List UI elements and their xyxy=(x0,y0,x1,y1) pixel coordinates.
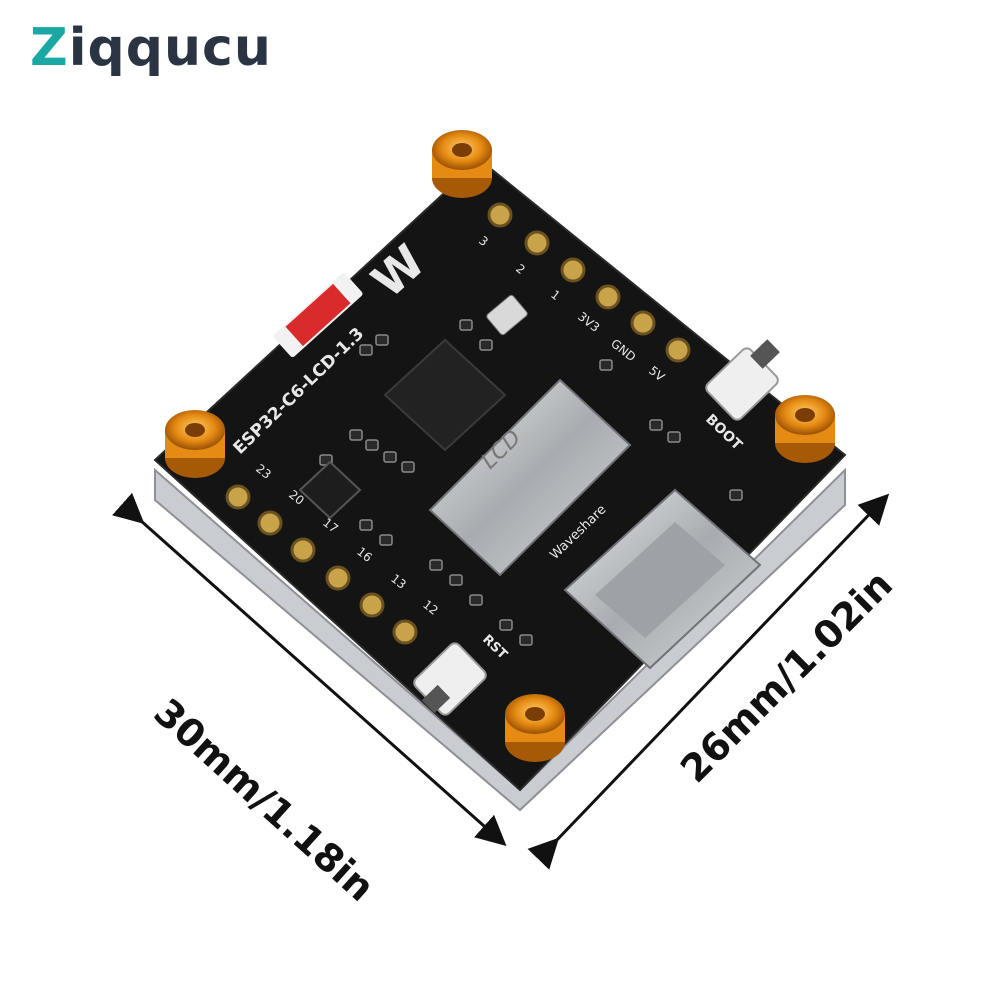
length-dimension-arrow xyxy=(112,492,507,846)
esp32-chip xyxy=(383,338,507,452)
antenna-chip xyxy=(273,272,363,358)
brand-logo: Ziqqucu xyxy=(30,18,272,78)
width-dimension-arrow xyxy=(527,493,890,870)
top-header-pins xyxy=(487,202,691,363)
crystal-oscillator xyxy=(486,294,528,336)
brand-logo-rest: iqqucu xyxy=(68,18,272,78)
boot-button xyxy=(705,339,780,421)
brand-logo-first-letter: Z xyxy=(30,18,69,78)
